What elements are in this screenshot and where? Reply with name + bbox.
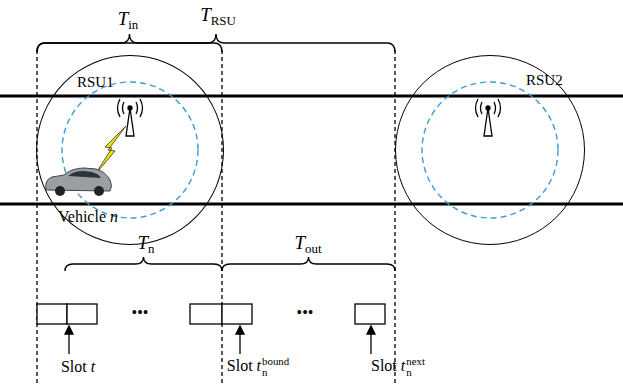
duration-label: Tn: [137, 232, 154, 256]
inner-coverage-circle: [62, 82, 198, 218]
slot-label: Slot t: [61, 357, 95, 376]
dashed-boundary: [36, 50, 37, 384]
ellipsis: •••: [132, 303, 149, 322]
arrow-head: [65, 326, 73, 334]
rsu-coverage-circle: RSU2: [395, 55, 585, 245]
boundary-lines: [37, 50, 395, 384]
arrow-head: [236, 326, 244, 334]
slot-pointers: [65, 326, 375, 354]
ellipsis: •••: [297, 303, 314, 322]
rsu-antenna: [476, 99, 501, 136]
arrow-head: [367, 326, 375, 334]
road: [0, 96, 623, 204]
pointer-line: [370, 332, 371, 354]
dashed-boundary: [221, 50, 222, 384]
slot-box: [37, 304, 67, 324]
car-wheel: [94, 186, 104, 196]
curly-brace: [37, 34, 395, 52]
antenna-tip: [486, 106, 490, 110]
duration-label: TRSU: [200, 4, 236, 28]
pointer-line: [68, 332, 69, 354]
curly-brace: [37, 34, 222, 52]
slot-label: Slot tnbound: [227, 356, 289, 379]
slot-box: [355, 304, 385, 324]
dashed-boundary: [394, 50, 395, 384]
wireless-link: [94, 126, 126, 176]
curly-brace: [222, 257, 395, 271]
antenna-waves: [118, 99, 143, 117]
coverage-inner: [62, 82, 558, 218]
antenna-mast: [484, 108, 492, 136]
slot-box: [67, 304, 97, 324]
inner-coverage-circle: [422, 82, 558, 218]
vehicle: [46, 168, 112, 196]
time-slots: [37, 304, 385, 324]
rsu-label: RSU2: [526, 72, 563, 89]
slot-box: [190, 304, 222, 324]
antenna-mast: [126, 108, 134, 136]
pointer-line: [239, 332, 240, 354]
curly-brace: [65, 257, 222, 271]
slot-box: [222, 304, 252, 324]
duration-label: Tout: [294, 232, 321, 256]
rsu-label: RSU1: [77, 74, 114, 91]
braces: [37, 34, 395, 271]
antenna-waves: [476, 99, 501, 117]
car-window: [68, 171, 101, 178]
vehicle-label: Vehicle n: [58, 207, 118, 226]
slot-label: Slot tnnext: [371, 356, 425, 379]
car-wheel: [55, 186, 65, 196]
lightning-bolt: [94, 126, 126, 176]
antenna-tip: [128, 106, 132, 110]
duration-label: Tin: [118, 8, 139, 32]
